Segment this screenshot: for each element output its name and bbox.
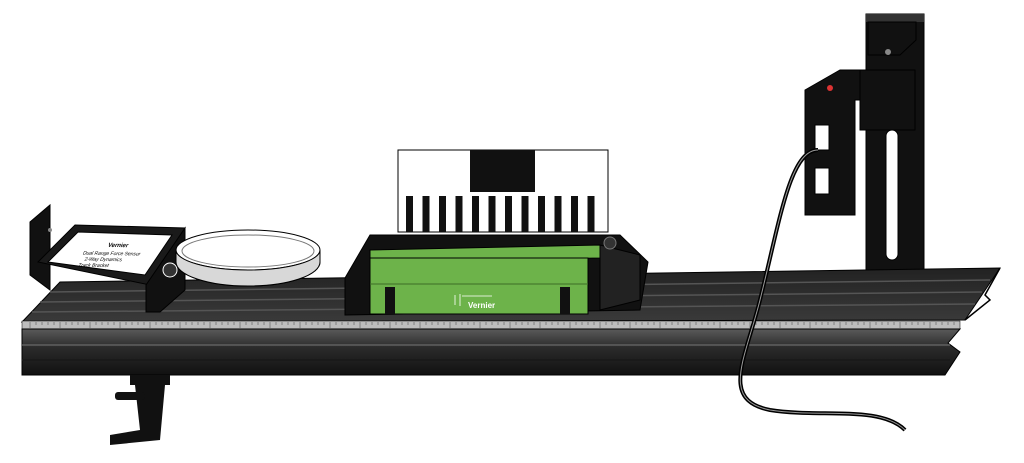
spring-ring	[175, 229, 321, 287]
bracket-label-plate	[46, 231, 173, 276]
indicator-led	[827, 85, 833, 91]
bracket-brand: Vernier	[107, 242, 130, 249]
picket-fence	[397, 149, 609, 233]
track-ruler	[21, 320, 961, 330]
force-sensor-bracket: Vernier Dual Range Force Sensor 2-Way Dy…	[29, 203, 186, 313]
picket-bar	[571, 196, 578, 232]
track-clamp	[110, 375, 170, 445]
bracket-label-line2: 2-Way Dynamics	[83, 257, 123, 263]
sensor-port	[814, 124, 830, 151]
picket-bar	[521, 196, 529, 232]
picket-bar	[422, 196, 430, 232]
vernier-logo-icon	[454, 294, 492, 306]
bracket-label-line1: Dual Range Force Sensor	[82, 251, 142, 258]
bracket-label-line3: Track Bracket	[77, 263, 110, 269]
ruler-ticks	[29, 322, 955, 328]
dynamics-track	[20, 267, 1001, 376]
cart-brand-label: Vernier	[468, 301, 495, 310]
picket-bar	[554, 196, 562, 232]
picket-bar	[472, 196, 479, 232]
picket-bar	[439, 196, 446, 232]
picket-bar	[587, 196, 595, 232]
dynamics-cart: Vernier	[344, 234, 649, 316]
picket-bar	[505, 196, 512, 232]
picket-bar	[488, 196, 496, 232]
picket-bar	[455, 196, 463, 232]
picket-bar	[406, 196, 413, 232]
motion-detector-stand	[865, 13, 925, 283]
picket-bar	[538, 196, 545, 232]
sensor-switch	[814, 167, 830, 195]
motion-detector	[738, 21, 917, 432]
